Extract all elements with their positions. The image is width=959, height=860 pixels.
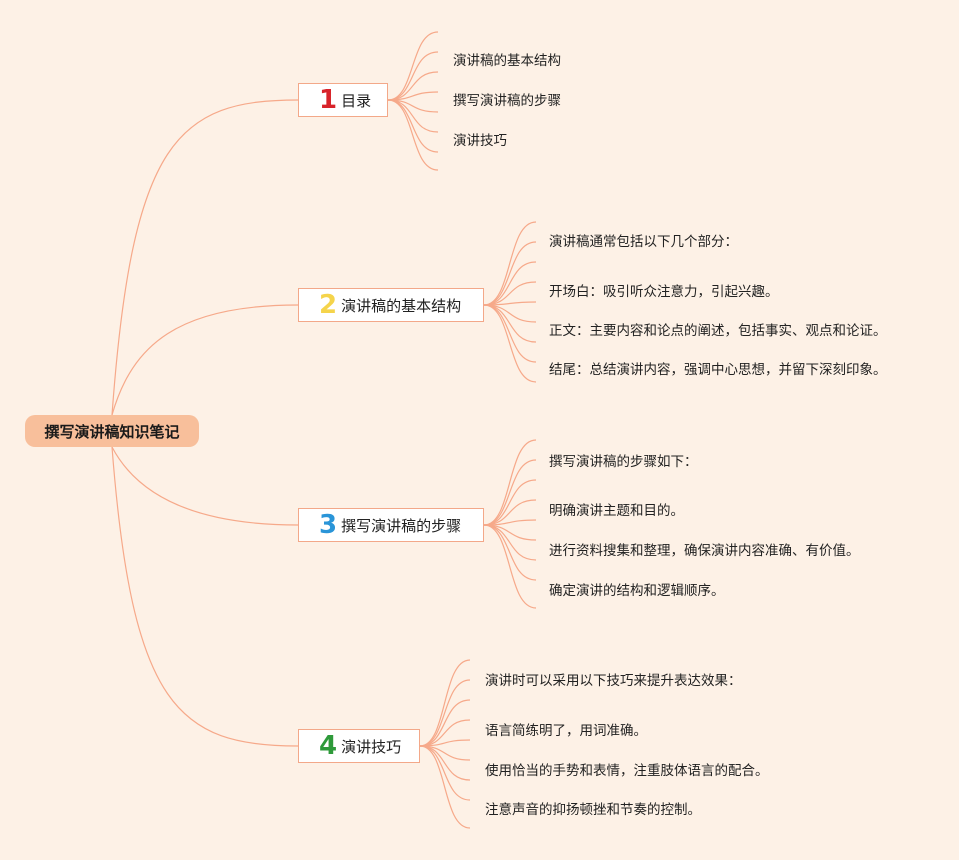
leaf-1-1: 演讲稿的基本结构 [453,53,561,69]
root-node[interactable]: 撰写演讲稿知识笔记 [25,415,199,447]
fan-line-1-7 [387,99,439,153]
fan-line-4-3 [419,699,471,747]
fan-line-2-7 [483,304,537,343]
leaf-2-1: 演讲稿通常包括以下几个部分： [549,234,738,250]
leaf-4-4: 注意声音的抑扬顿挫和节奏的控制。 [485,802,701,818]
leaf-2-3: 正文：主要内容和论点的阐述，包括事实、观点和论证。 [549,323,887,339]
branch-label-2: 演讲稿的基本结构 [341,296,462,315]
root-label: 撰写演讲稿知识笔记 [44,422,180,441]
leaf-3-2: 明确演讲主题和目的。 [549,503,684,519]
branch-number-4: 4 [319,731,338,761]
leaf-3-1: 撰写演讲稿的步骤如下： [549,454,698,470]
leaf-1-3: 演讲技巧 [453,133,507,149]
leaf-1-2: 撰写演讲稿的步骤 [453,93,561,109]
fan-line-2-2 [483,241,537,306]
fan-line-4-4 [419,719,471,747]
leaf-3-4: 确定演讲的结构和逻辑顺序。 [549,583,725,599]
fan-line-3-7 [483,524,537,561]
fan-line-3-3 [483,479,537,526]
fan-line-2-3 [483,261,537,306]
fan-line-4-8 [419,745,471,801]
branch-node-3[interactable]: 3 撰写演讲稿的步骤 [298,508,484,542]
branch-node-1[interactable]: 1 目录 [298,83,388,117]
fan-line-3-2 [483,459,537,526]
fan-line-1-2 [387,51,439,101]
fan-line-1-8 [387,99,439,171]
branch-number-3: 3 [319,510,338,540]
branch-label-1: 目录 [341,91,372,110]
fan-line-2-1 [483,221,537,306]
leaf-2-4: 结尾：总结演讲内容，强调中心思想，并留下深刻印象。 [549,362,887,378]
fan-line-1-1 [387,31,439,101]
leaf-3-3: 进行资料搜集和整理，确保演讲内容准确、有价值。 [549,543,860,559]
root-connector-2 [111,304,299,416]
leaf-4-1: 演讲时可以采用以下技巧来提升表达效果： [485,673,742,689]
root-connector-1 [111,99,299,416]
leaf-2-2: 开场白：吸引听众注意力，引起兴趣。 [549,284,779,300]
fan-line-4-1 [419,659,471,747]
root-connector-4 [111,446,299,747]
branch-number-1: 1 [319,85,338,115]
branch-label-3: 撰写演讲稿的步骤 [341,516,462,535]
fan-line-2-9 [483,304,537,383]
fan-line-4-2 [419,679,471,747]
branch-number-2: 2 [319,290,338,320]
fan-line-3-1 [483,439,537,526]
fan-line-3-9 [483,524,537,609]
branch-label-4: 演讲技巧 [341,737,402,756]
leaf-4-3: 使用恰当的手势和表情，注重肢体语言的配合。 [485,763,769,779]
root-connector-3 [111,446,299,526]
branch-node-4[interactable]: 4 演讲技巧 [298,729,420,763]
fan-line-3-4 [483,499,537,526]
branch-node-2[interactable]: 2 演讲稿的基本结构 [298,288,484,322]
leaf-4-2: 语言简练明了，用词准确。 [485,723,647,739]
fan-line-4-9 [419,745,471,829]
